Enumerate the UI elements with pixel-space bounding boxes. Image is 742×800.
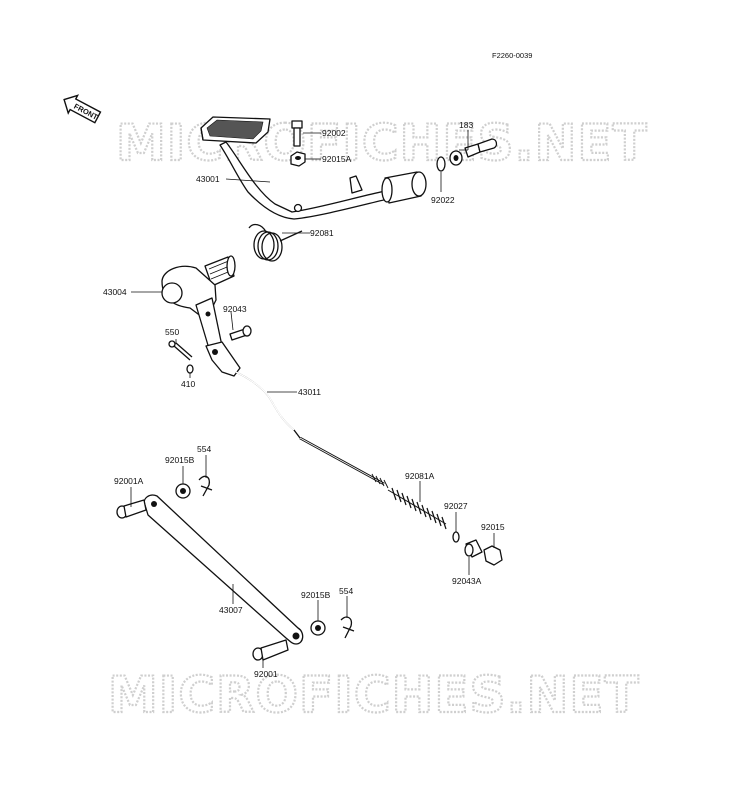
watermark-bottom: MICROFICHES.NET bbox=[108, 666, 640, 724]
joint-92043A bbox=[464, 539, 483, 558]
bolt-92002 bbox=[291, 120, 303, 147]
torsion-spring-92081 bbox=[248, 223, 303, 262]
leader-lines bbox=[130, 130, 495, 668]
label-43011: 43011 bbox=[298, 387, 321, 397]
clip-554-upper bbox=[198, 475, 213, 497]
label-92015B-lower: 92015B bbox=[301, 590, 331, 600]
label-92015B-upper: 92015B bbox=[165, 455, 195, 465]
part-labels: 92002 92015A 183 43001 92022 92081 43004… bbox=[103, 120, 505, 679]
bolt-92001A bbox=[116, 499, 147, 519]
label-92027: 92027 bbox=[444, 501, 468, 511]
cotter-pin-550 bbox=[168, 340, 193, 361]
brake-rod-43011 bbox=[235, 371, 389, 489]
label-43004: 43004 bbox=[103, 287, 127, 297]
label-92081A: 92081A bbox=[405, 471, 435, 481]
label-92081: 92081 bbox=[310, 228, 334, 238]
watermark-top: MICROFICHES.NET bbox=[116, 114, 648, 172]
label-43007: 43007 bbox=[219, 605, 243, 615]
label-92002: 92002 bbox=[322, 128, 346, 138]
brake-pedal bbox=[200, 116, 427, 220]
label-92043: 92043 bbox=[223, 304, 247, 314]
washer-92027 bbox=[452, 531, 460, 543]
washer-92022 bbox=[436, 156, 446, 172]
clip-554-lower bbox=[340, 616, 355, 639]
diagram-code: F2260-0039 bbox=[492, 51, 532, 60]
label-92001: 92001 bbox=[254, 669, 278, 679]
label-92001A: 92001A bbox=[114, 476, 144, 486]
label-554-upper: 554 bbox=[197, 444, 211, 454]
bolt-92001 bbox=[252, 639, 289, 661]
label-554-lower: 554 bbox=[339, 586, 353, 596]
link-arm-43007 bbox=[143, 494, 304, 645]
pin-92043 bbox=[229, 325, 252, 341]
label-183: 183 bbox=[459, 120, 473, 130]
nut-92015A bbox=[290, 151, 306, 167]
nut-92015 bbox=[483, 545, 503, 566]
washer-410 bbox=[186, 364, 194, 374]
brake-lever-shaft-43004 bbox=[161, 255, 241, 377]
label-92022: 92022 bbox=[431, 195, 455, 205]
label-550: 550 bbox=[165, 327, 179, 337]
front-arrow-icon: FRONT bbox=[63, 94, 102, 124]
label-92015A: 92015A bbox=[322, 154, 352, 164]
label-410: 410 bbox=[181, 379, 195, 389]
label-43001: 43001 bbox=[196, 174, 220, 184]
label-92043A: 92043A bbox=[452, 576, 482, 586]
bolt-183 bbox=[464, 138, 498, 158]
label-92015: 92015 bbox=[481, 522, 505, 532]
